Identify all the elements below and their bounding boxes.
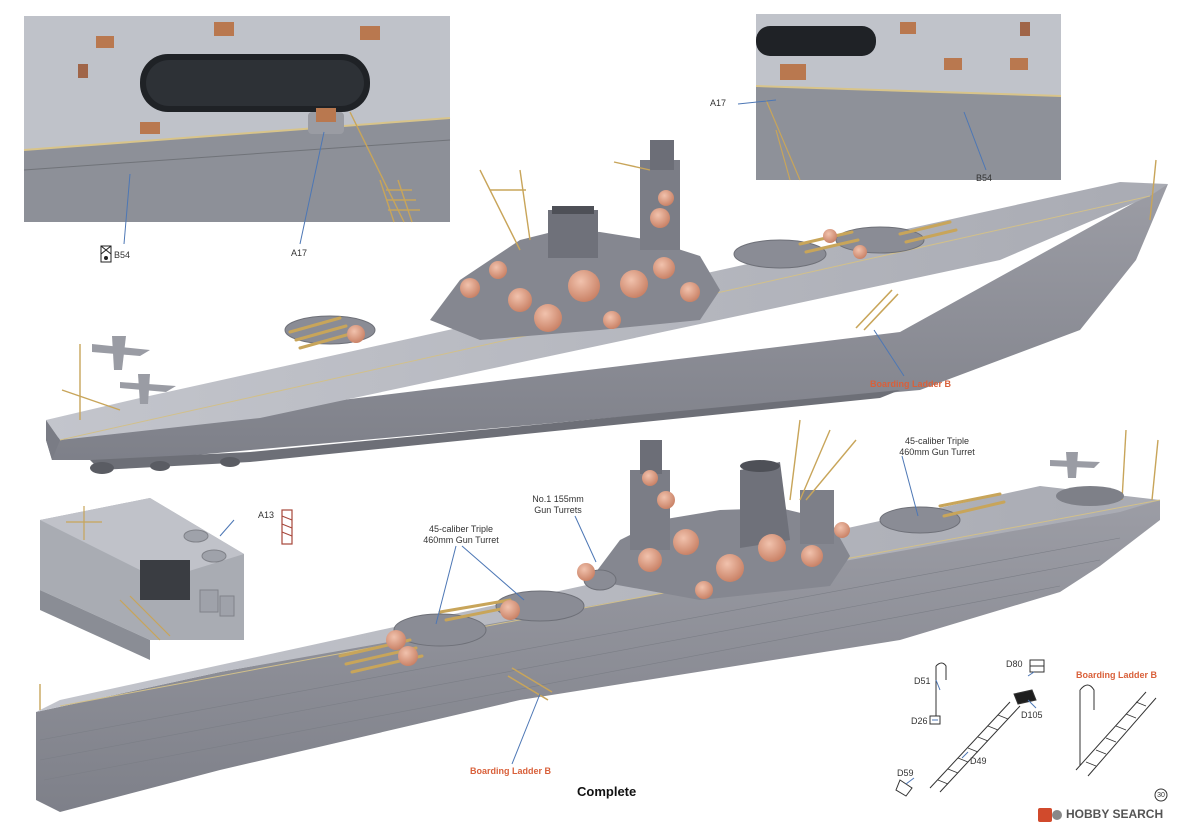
- label-a17-left: A17: [291, 248, 308, 258]
- label-no1-turrets-line1: No.1 155mm: [532, 494, 584, 504]
- label-gun-turret-right-line2: 460mm Gun Turret: [899, 447, 975, 457]
- ship-bottom-view: [36, 419, 1161, 812]
- label-gun-turret-left-line2: 460mm Gun Turret: [423, 535, 499, 545]
- label-no1-turrets-line2: Gun Turrets: [534, 505, 582, 515]
- label-a13: A13: [258, 510, 275, 520]
- label-d105: D105: [1021, 710, 1043, 720]
- label-complete: Complete: [577, 784, 637, 799]
- part-b54-icon: [100, 245, 112, 263]
- label-gun-turret-left-line1: 45-caliber Triple: [428, 524, 494, 534]
- label-a17-right: A17: [710, 98, 727, 108]
- page-number-circle: [1154, 788, 1168, 802]
- page-number: 30: [1157, 792, 1165, 799]
- part-a13-icon: [281, 509, 293, 545]
- label-d51: D51: [914, 676, 931, 686]
- label-boarding-ladder-detail: Boarding Ladder B: [1076, 670, 1158, 680]
- label-b54-left: B54: [114, 250, 131, 260]
- inset-stern-detail: [40, 498, 244, 660]
- inset-top-right: [755, 14, 1062, 181]
- label-gun-turret-left: 45-caliber Triple 460mm Gun Turret: [406, 524, 516, 546]
- label-d49: D49: [970, 756, 987, 766]
- parts-diagram: [895, 659, 1157, 797]
- watermark-text: HOBBY SEARCH: [1066, 807, 1164, 821]
- label-gun-turret-right: 45-caliber Triple 460mm Gun Turret: [882, 436, 992, 458]
- ship-top-view: [46, 140, 1168, 474]
- label-d59: D59: [897, 768, 914, 778]
- label-boarding-ladder-top: Boarding Ladder B: [870, 379, 952, 389]
- label-boarding-ladder-bottom: Boarding Ladder B: [470, 766, 552, 776]
- label-gun-turret-right-line1: 45-caliber Triple: [904, 436, 970, 446]
- label-b54-right: B54: [976, 173, 993, 183]
- label-d80: D80: [1006, 659, 1023, 669]
- label-d26: D26: [911, 716, 928, 726]
- hobby-search-logo: [1038, 808, 1062, 822]
- label-no1-turrets: No.1 155mm Gun Turrets: [518, 494, 598, 516]
- inset-top-left: [23, 16, 451, 223]
- leader-lines: [123, 99, 1037, 785]
